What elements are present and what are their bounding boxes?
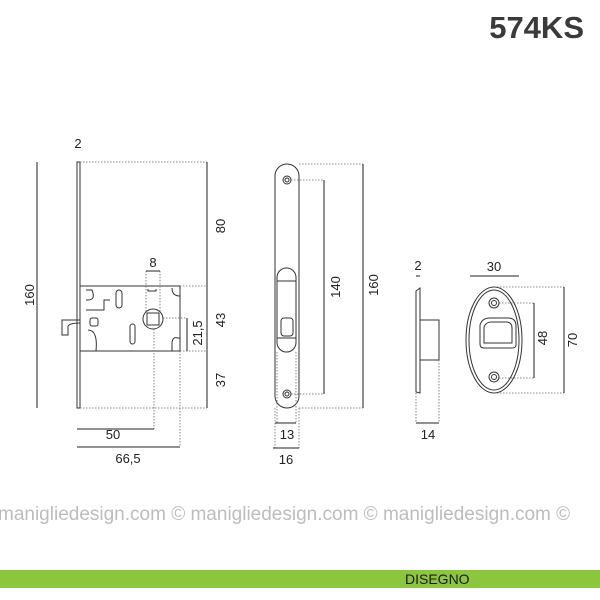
dim-strike-width: 30: [487, 259, 501, 274]
product-code: 574KS: [489, 10, 584, 45]
lock-body-side-view: [36, 161, 208, 448]
dim-spindle: 8: [149, 255, 156, 270]
dim-middle: 43: [213, 313, 228, 327]
dim-inner-width: 13: [280, 427, 294, 442]
dim-screw-distance: 140: [328, 276, 343, 298]
watermark: manigliedesign.com © manigliedesign.com …: [0, 504, 570, 525]
footer-label: DISEGNO: [405, 571, 470, 587]
strike-side-view: [415, 275, 440, 424]
dim-thickness: 2: [74, 136, 81, 151]
dim-spindle-offset: 21,5: [190, 320, 205, 345]
dim-faceplate-height: 160: [366, 274, 381, 296]
dim-strike-thickness: 2: [414, 258, 421, 273]
dim-width: 16: [279, 452, 293, 467]
dim-bottom: 37: [213, 373, 228, 387]
dim-depth: 66,5: [115, 451, 140, 466]
dim-lock-height: 160: [22, 284, 37, 306]
dim-strike-height: 70: [565, 333, 580, 347]
faceplate-front-view: [273, 163, 364, 449]
dim-top: 80: [213, 219, 228, 233]
dim-backset: 50: [106, 427, 120, 442]
dim-strike-screws: 48: [535, 331, 550, 345]
strike-front-view: [465, 275, 565, 394]
dim-strike-depth: 14: [421, 427, 435, 442]
footer-bar: DISEGNO: [0, 570, 600, 588]
